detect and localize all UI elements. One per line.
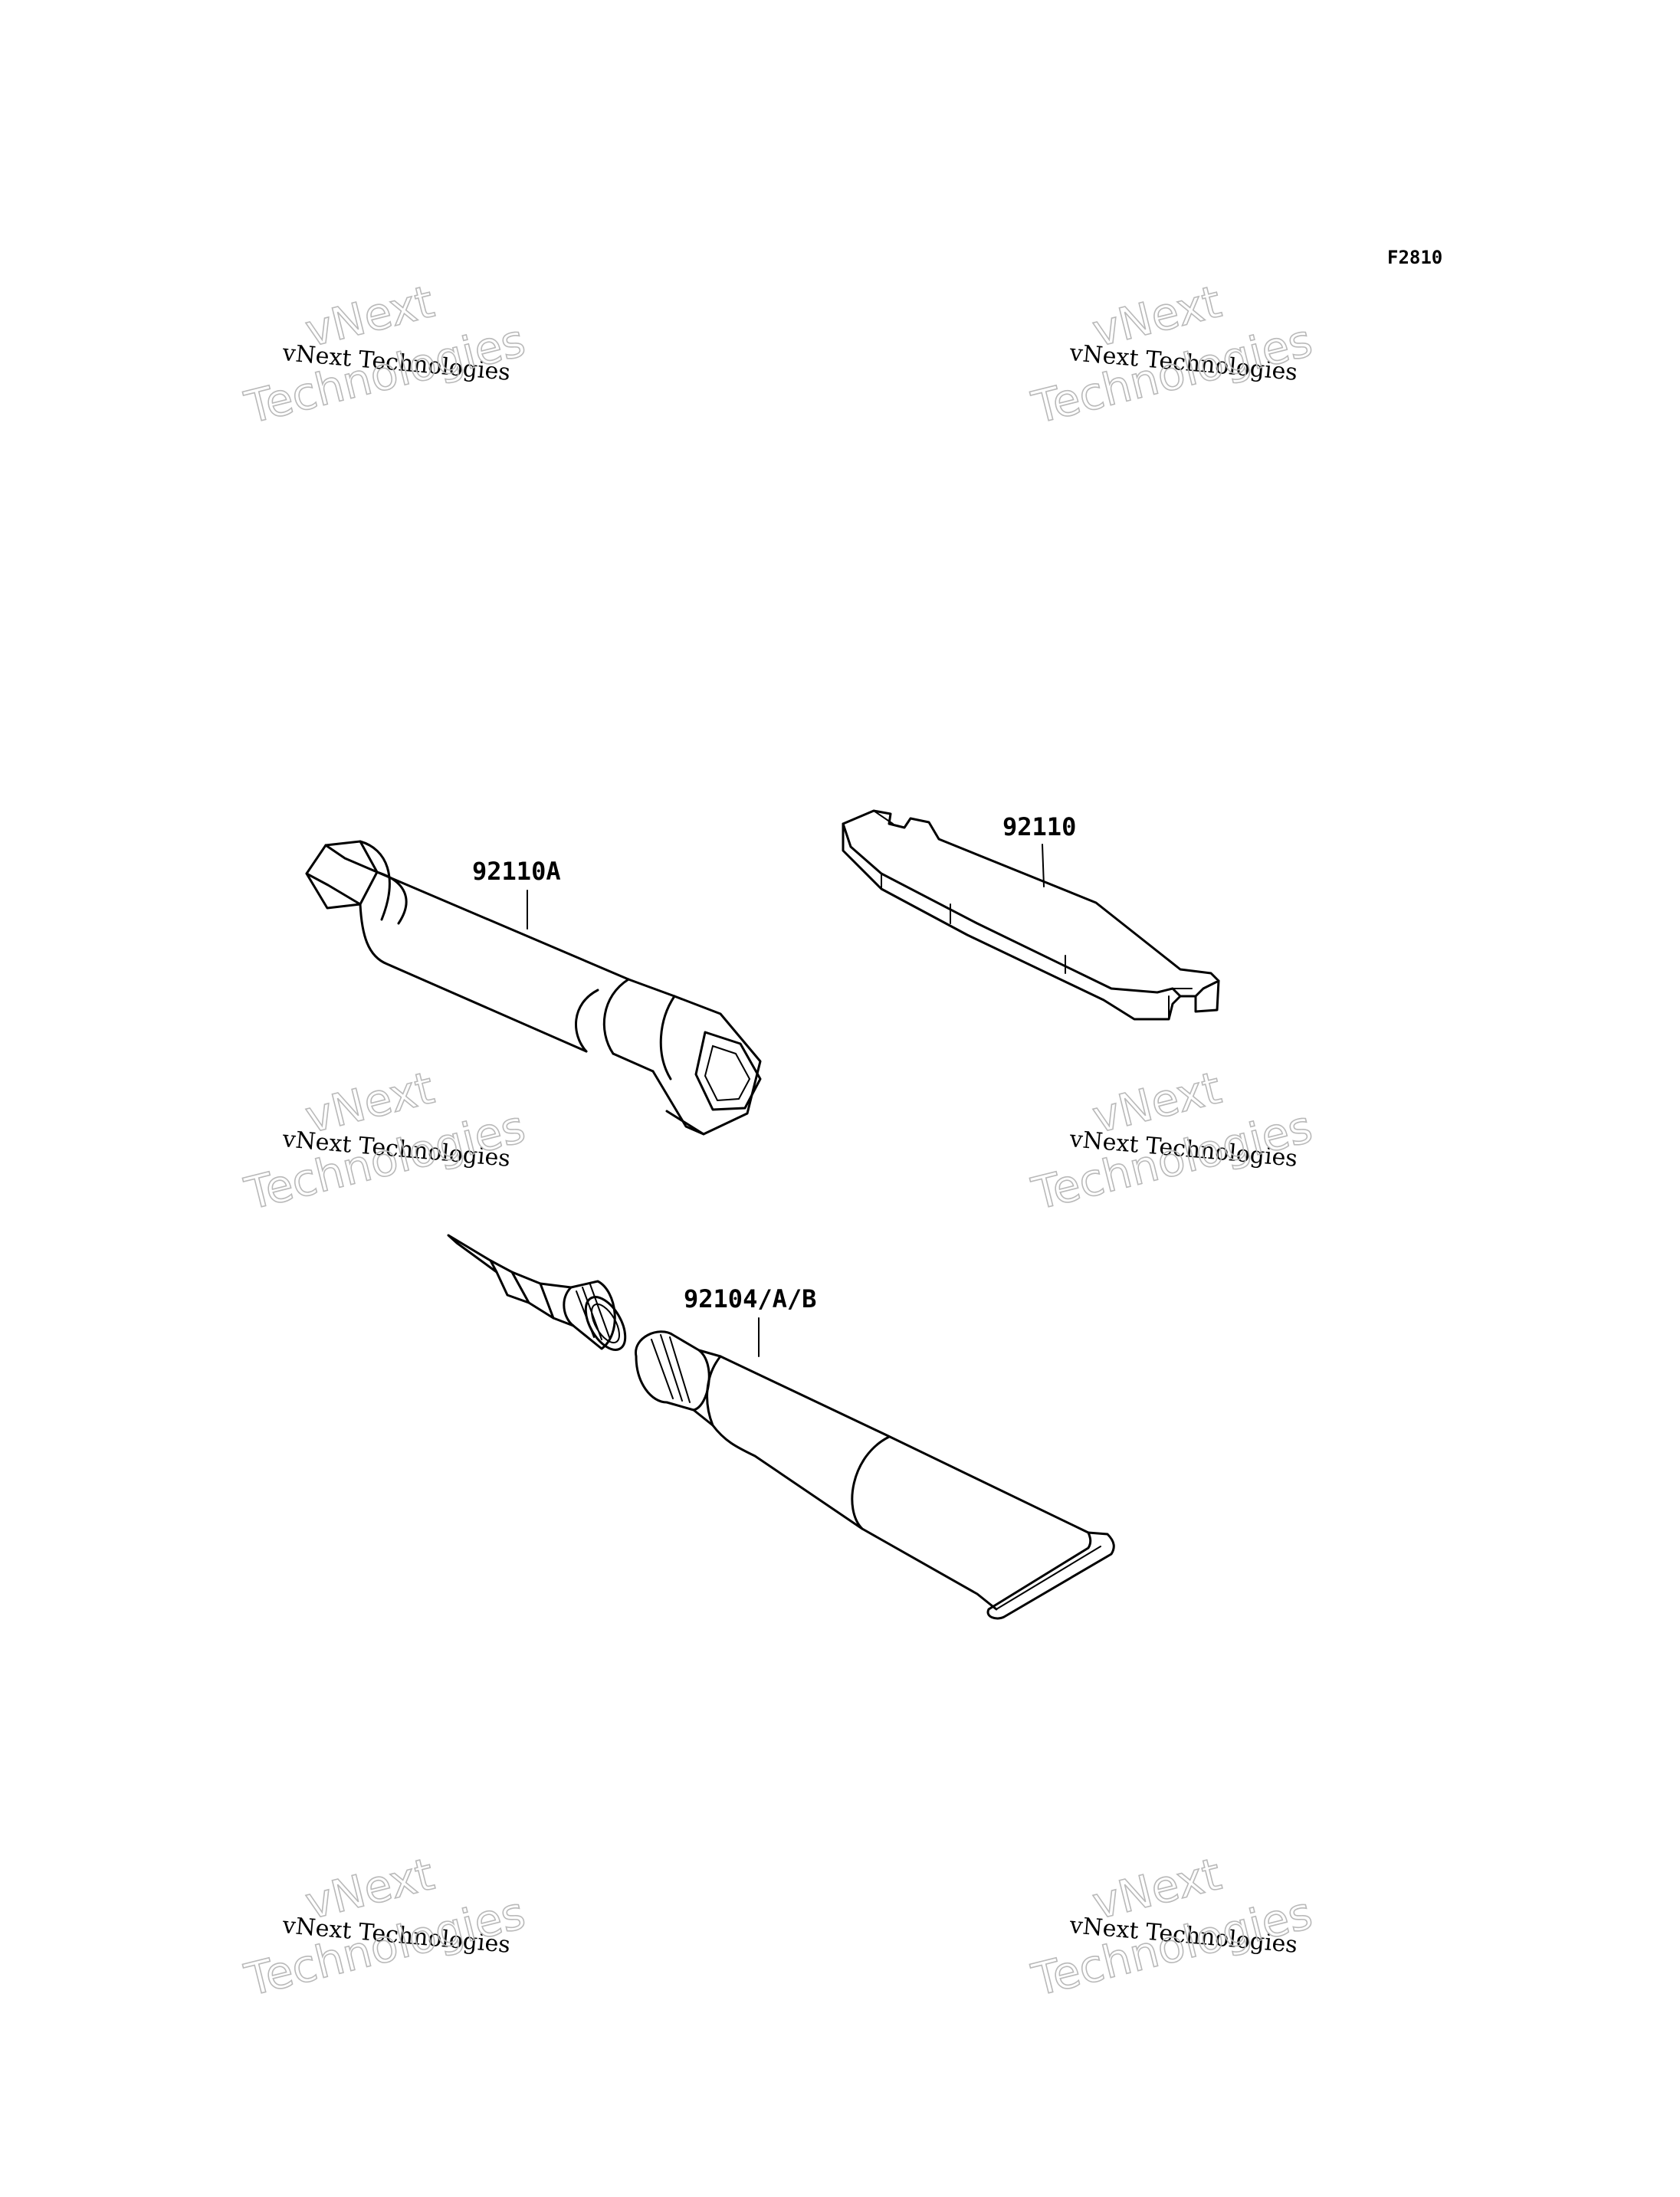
grease-nozzle[interactable] [447, 1234, 633, 1356]
watermark-4: vNext Technologies vNext Technologies [1026, 1061, 1318, 1221]
part-label-92110: 92110 [1002, 812, 1076, 841]
figure-id: F2810 [1387, 247, 1442, 268]
grease-tube[interactable] [635, 1317, 1115, 1620]
part-label-92104-a-b: 92104/A/B [684, 1284, 816, 1313]
part-label-92110a: 92110A [472, 857, 561, 886]
flat-tool-bar[interactable] [842, 809, 1220, 1021]
watermark-1: vNext Technologies vNext Technologies [239, 274, 531, 434]
box-wrench-tube[interactable] [305, 840, 762, 1136]
watermark-5: vNext Technologies vNext Technologies [239, 1847, 531, 2007]
watermark-3: vNext Technologies vNext Technologies [239, 1061, 531, 1221]
watermark-6: vNext Technologies vNext Technologies [1026, 1847, 1318, 2007]
watermark-2: vNext Technologies vNext Technologies [1026, 274, 1318, 434]
